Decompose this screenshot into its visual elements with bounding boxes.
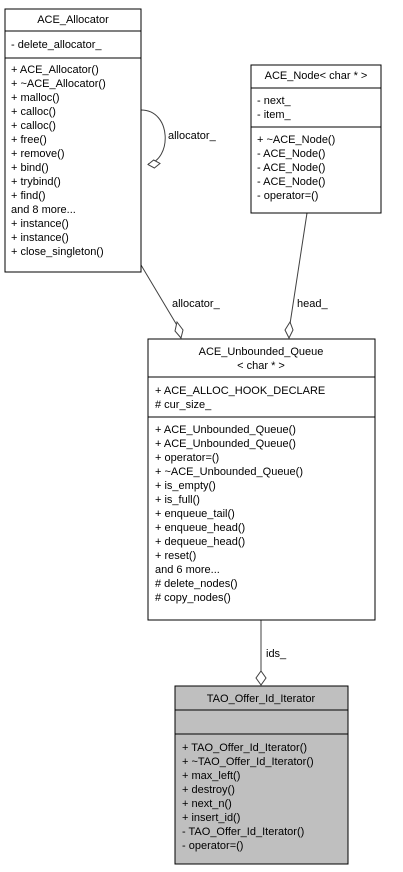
class-ace-allocator-method: + calloc(): [11, 120, 56, 132]
class-tao-offer-id-iterator-box: [174, 685, 349, 865]
class-ace-unbounded-queue: ACE_Unbounded_Queue < char * > + ACE_ALL…: [147, 338, 376, 621]
class-tao-offer-id-iterator-title: TAO_Offer_Id_Iterator: [207, 693, 316, 705]
class-ace-node-attribute: - item_: [257, 109, 292, 121]
class-ace-allocator-method: + malloc(): [11, 92, 60, 104]
class-ace-allocator-method: + instance(): [11, 232, 69, 244]
class-ace-node-method: - ACE_Node(): [257, 176, 325, 188]
class-ace-unbounded-queue-method: + enqueue_head(): [155, 522, 245, 534]
class-ace-allocator-method: + find(): [11, 190, 46, 202]
class-tao-offer-id-iterator-method: + next_n(): [182, 798, 232, 810]
class-ace-node-title: ACE_Node< char * >: [265, 70, 368, 82]
class-tao-offer-id-iterator-method: + TAO_Offer_Id_Iterator(): [182, 742, 307, 754]
class-ace-unbounded-queue-attribute: + ACE_ALLOC_HOOK_DECLARE: [155, 385, 325, 397]
class-ace-node-attribute: - next_: [257, 95, 292, 107]
edge-label-queue-iterator: ids_: [266, 648, 287, 660]
class-ace-node: ACE_Node< char * > - next_ - item_ + ~AC…: [250, 64, 382, 214]
class-ace-node-method: - operator=(): [257, 190, 318, 202]
edge-allocator-queue-diamond: [174, 320, 184, 340]
edge-label-allocator-queue: allocator_: [172, 298, 221, 310]
class-ace-unbounded-queue-method: + is_empty(): [155, 480, 216, 492]
class-ace-unbounded-queue-title-template: < char * >: [237, 360, 285, 372]
edge-node-queue: [289, 212, 308, 325]
edge-label-allocator-self: allocator_: [168, 130, 217, 142]
class-ace-unbounded-queue-method: + ACE_Unbounded_Queue(): [155, 438, 296, 450]
class-ace-allocator-method: + instance(): [11, 218, 69, 230]
class-tao-offer-id-iterator-method: - operator=(): [182, 840, 243, 852]
class-ace-unbounded-queue-method: + ACE_Unbounded_Queue(): [155, 424, 296, 436]
class-ace-unbounded-queue-method: + is_full(): [155, 494, 200, 506]
class-ace-allocator: ACE_Allocator - delete_allocator_ + ACE_…: [4, 8, 142, 273]
class-tao-offer-id-iterator-method: - TAO_Offer_Id_Iterator(): [182, 826, 304, 838]
class-ace-allocator-method: + ~ACE_Allocator(): [11, 78, 106, 90]
class-ace-allocator-attribute: - delete_allocator_: [11, 39, 102, 51]
class-ace-allocator-method: + close_singleton(): [11, 246, 104, 258]
class-ace-unbounded-queue-method: + enqueue_tail(): [155, 508, 235, 520]
class-ace-unbounded-queue-method: + dequeue_head(): [155, 536, 245, 548]
class-ace-node-method: - ACE_Node(): [257, 162, 325, 174]
class-ace-allocator-method: + free(): [11, 134, 47, 146]
class-ace-allocator-title: ACE_Allocator: [37, 14, 109, 26]
class-ace-allocator-method: + ACE_Allocator(): [11, 64, 99, 76]
class-ace-allocator-method: + bind(): [11, 162, 49, 174]
class-tao-offer-id-iterator-method: + max_left(): [182, 770, 240, 782]
class-ace-allocator-box: [4, 8, 142, 273]
class-tao-offer-id-iterator: TAO_Offer_Id_Iterator + TAO_Offer_Id_Ite…: [174, 685, 349, 865]
edge-allocator-self: [140, 109, 166, 165]
class-ace-unbounded-queue-method: + operator=(): [155, 452, 219, 464]
edge-allocator-self-diamond: [147, 159, 161, 169]
edge-queue-iterator-diamond: [255, 670, 267, 686]
class-ace-allocator-method: + trybind(): [11, 176, 61, 188]
edge-allocator-queue: [140, 264, 179, 328]
class-ace-unbounded-queue-method: # delete_nodes(): [155, 578, 238, 590]
class-tao-offer-id-iterator-method: + insert_id(): [182, 812, 240, 824]
class-ace-node-method: + ~ACE_Node(): [257, 134, 335, 146]
class-tao-offer-id-iterator-method: + destroy(): [182, 784, 235, 796]
class-ace-unbounded-queue-method: # copy_nodes(): [155, 592, 231, 604]
class-ace-unbounded-queue-title: ACE_Unbounded_Queue: [199, 346, 324, 358]
class-ace-allocator-more: and 8 more...: [11, 204, 76, 216]
class-ace-unbounded-queue-more: and 6 more...: [155, 564, 220, 576]
class-tao-offer-id-iterator-method: + ~TAO_Offer_Id_Iterator(): [182, 756, 314, 768]
class-ace-node-box: [250, 64, 382, 214]
class-ace-allocator-method: + calloc(): [11, 106, 56, 118]
class-ace-unbounded-queue-attribute: # cur_size_: [155, 399, 212, 411]
edge-label-node-queue: head_: [297, 298, 328, 310]
class-ace-unbounded-queue-method: + ~ACE_Unbounded_Queue(): [155, 466, 303, 478]
class-ace-unbounded-queue-box: [147, 338, 376, 621]
class-ace-node-method: - ACE_Node(): [257, 148, 325, 160]
class-ace-unbounded-queue-method: + reset(): [155, 550, 196, 562]
class-ace-allocator-method: + remove(): [11, 148, 65, 160]
edge-node-queue-diamond: [284, 320, 294, 340]
